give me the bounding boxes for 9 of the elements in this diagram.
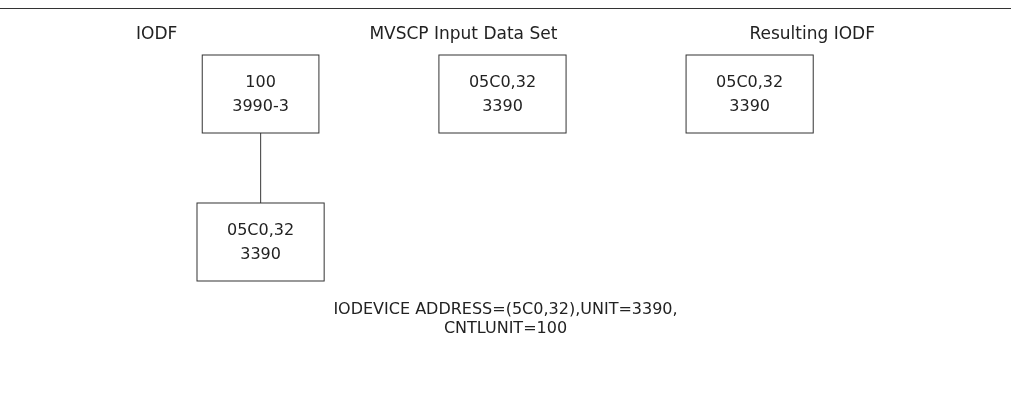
column-heading: IODF <box>136 23 178 43</box>
node-box: 05C0,32 3390 <box>196 202 326 282</box>
column-heading: Resulting IODF <box>749 23 875 43</box>
node-box: 100 3990-3 <box>202 54 320 134</box>
statement-text: IODEVICE ADDRESS=(5C0,32),UNIT=3390, CNTLUNIT=100 <box>332 299 679 337</box>
node-box: 05C0,32 3390 <box>685 54 815 134</box>
column-heading: MVSCP Input Data Set <box>369 23 558 43</box>
node-box: 05C0,32 3390 <box>438 54 567 134</box>
connector <box>260 132 262 204</box>
